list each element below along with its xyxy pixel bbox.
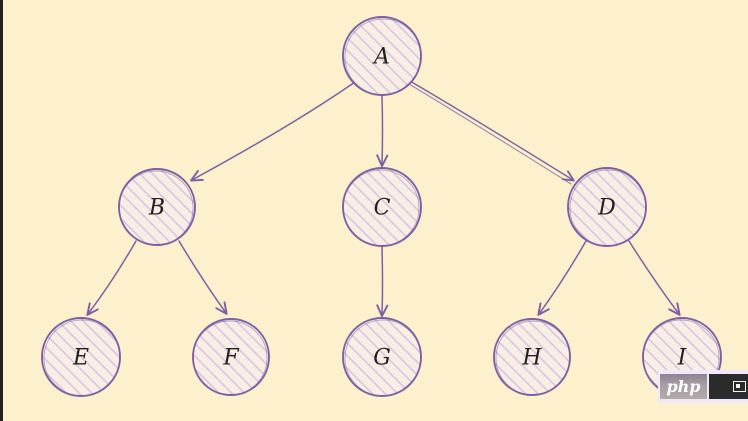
node-label-g: G <box>373 346 391 371</box>
nodes-layer: A B C D E <box>41 16 722 397</box>
edge-a-d <box>408 80 575 185</box>
node-label-e: E <box>72 346 89 371</box>
watermark-badge <box>709 374 748 399</box>
node-label-a: A <box>372 45 390 70</box>
node-label-b: B <box>148 196 165 221</box>
node-c[interactable]: C <box>342 167 422 247</box>
node-label-c: C <box>374 196 391 221</box>
edge-d-h <box>537 240 587 316</box>
edge-a-c <box>376 95 389 168</box>
node-label-f: F <box>222 346 239 371</box>
edge-d-i <box>628 240 681 316</box>
node-h[interactable]: H <box>493 318 571 396</box>
node-e[interactable]: E <box>41 317 121 397</box>
node-g[interactable]: G <box>342 317 422 397</box>
node-a[interactable]: A <box>342 16 422 96</box>
edge-a-b <box>190 81 356 182</box>
edge-b-e <box>86 240 137 316</box>
node-label-i: I <box>677 346 688 371</box>
watermark-php-label: php <box>660 374 707 399</box>
edges-layer <box>86 80 681 318</box>
tree-diagram-svg: A B C D E <box>41 16 722 397</box>
node-b[interactable]: B <box>118 168 196 246</box>
node-label-h: H <box>521 346 542 371</box>
edge-b-f <box>178 240 228 315</box>
watermark: php <box>658 370 748 403</box>
screen-glyph-icon <box>733 381 746 392</box>
node-f[interactable]: F <box>192 318 270 396</box>
edge-c-g <box>376 246 389 318</box>
node-label-d: D <box>597 196 616 221</box>
node-d[interactable]: D <box>567 167 647 247</box>
